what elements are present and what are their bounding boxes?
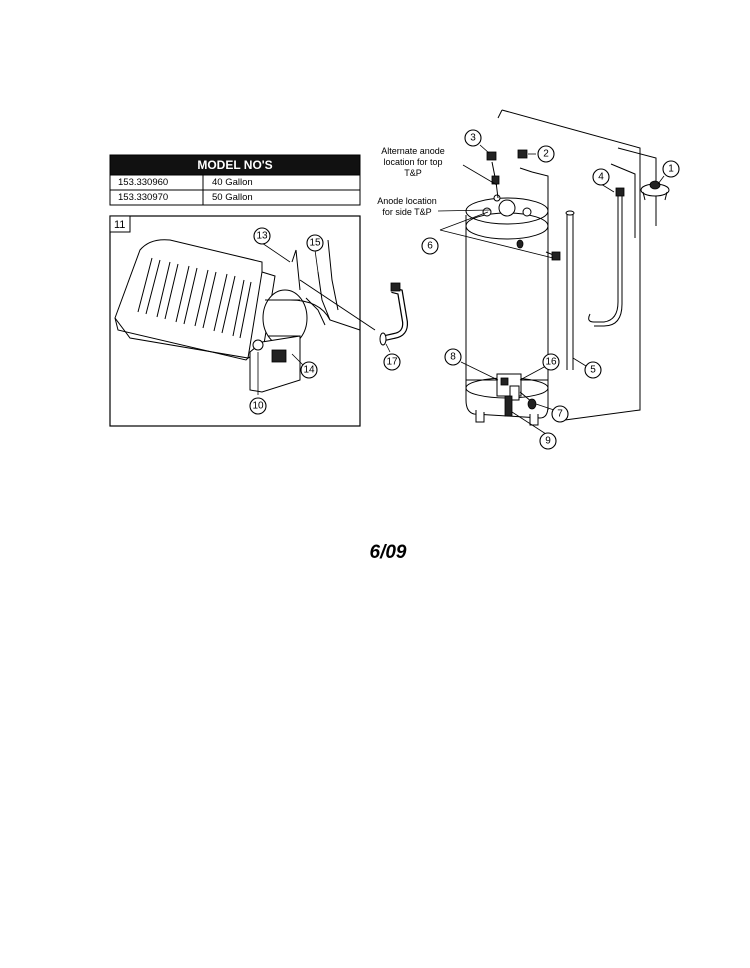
svg-text:17: 17 [386,357,398,368]
callout-10: 10 [249,397,267,415]
svg-text:T&P: T&P [404,168,422,178]
callout-15: 15 [306,234,324,252]
svg-text:Anode location: Anode location [377,196,437,206]
note-alternate-anode: Alternate anode location for top T&P [381,146,445,178]
table-row-capacity: 50 Gallon [212,192,253,203]
callout-16: 16 [542,353,560,371]
svg-text:location for top: location for top [383,157,442,167]
revision-date: 6/09 [370,542,407,563]
svg-text:2: 2 [543,149,549,160]
svg-text:9: 9 [545,436,551,447]
gas-tube-drawing [379,282,409,346]
svg-text:5: 5 [590,365,596,376]
svg-text:16: 16 [545,357,557,368]
inset-number: 11 [114,219,125,231]
model-table: MODEL NO'S 153.330960 40 Gallon 153.3309… [109,154,361,206]
svg-text:7: 7 [557,409,563,420]
model-table-header: MODEL NO'S [197,158,272,172]
callout-3: 3 [464,129,482,147]
callout-2: 2 [537,145,555,163]
svg-text:for side T&P: for side T&P [382,207,431,217]
callout-13: 13 [253,227,271,245]
table-row-model: 153.330970 [118,192,168,203]
svg-text:13: 13 [256,231,268,242]
table-row-model: 153.330960 [118,177,168,188]
callout-14: 14 [300,361,318,379]
burner-assembly-inset: 11 [109,215,409,427]
svg-text:8: 8 [450,352,456,363]
svg-text:Alternate anode: Alternate anode [381,146,445,156]
callout-8: 8 [444,348,462,366]
callout-5: 5 [584,361,602,379]
svg-text:15: 15 [309,238,321,249]
svg-text:4: 4 [598,172,604,183]
svg-text:3: 3 [470,133,476,144]
table-row-capacity: 40 Gallon [212,177,253,188]
svg-text:1: 1 [668,164,674,175]
svg-text:14: 14 [303,365,315,376]
callout-1: 1 [662,160,680,178]
callout-4: 4 [592,168,610,186]
callout-7: 7 [551,405,569,423]
burner-drawing [114,239,376,393]
callout-6: 6 [421,237,439,255]
note-anode-side: Anode location for side T&P [377,196,437,217]
callout-9: 9 [539,432,557,450]
callout-17: 17 [383,353,401,371]
water-heater-drawing [465,109,670,426]
svg-text:6: 6 [427,241,433,252]
svg-text:10: 10 [252,401,264,412]
